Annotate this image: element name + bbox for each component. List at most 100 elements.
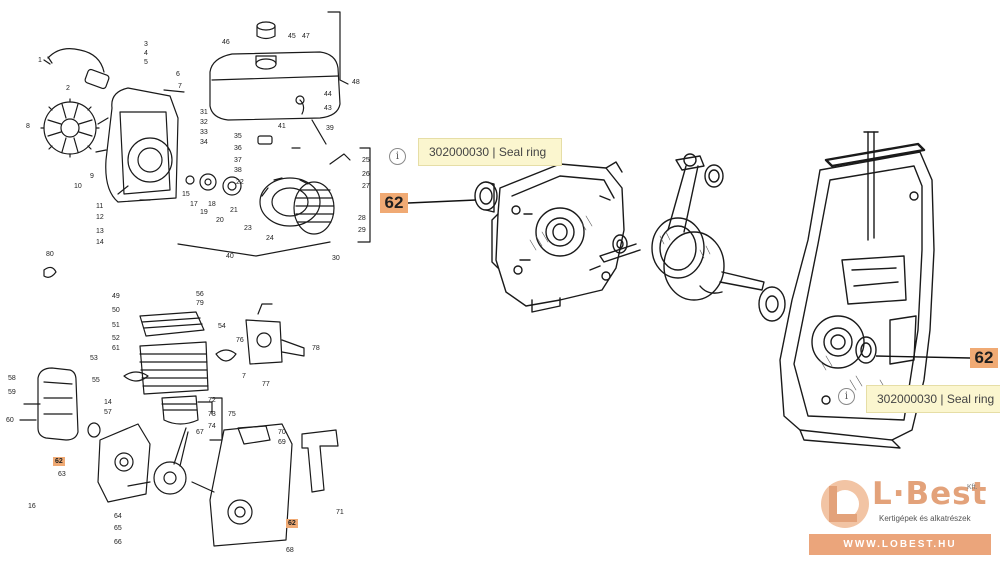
part-number-38: 38 (234, 167, 242, 174)
part-number-4: 4 (144, 50, 148, 57)
tooltip-seal-ring-right: 302000030 | Seal ring (866, 385, 1000, 413)
part-number-80: 80 (46, 251, 54, 258)
part-number-58: 58 (8, 375, 16, 382)
part-number-16: 16 (28, 503, 36, 510)
part-number-54: 54 (218, 323, 226, 330)
part-number-30: 30 (332, 255, 340, 262)
part-number-14: 14 (104, 399, 112, 406)
part-number-66: 66 (114, 539, 122, 546)
logo-mark-icon (821, 480, 869, 528)
callout-leaders (407, 199, 971, 359)
part-number-31: 31 (200, 109, 208, 116)
part-number-10: 10 (74, 183, 82, 190)
part-number-50: 50 (112, 307, 120, 314)
part-number-28: 28 (358, 215, 366, 222)
part-number-21: 21 (230, 207, 238, 214)
part-number-7: 7 (178, 83, 182, 90)
part-number-67: 67 (196, 429, 204, 436)
part-number-27: 27 (362, 183, 370, 190)
part-number-2: 2 (66, 85, 70, 92)
part-number-74: 74 (208, 423, 216, 430)
overview-callout-62-right[interactable]: 62 (286, 519, 298, 528)
part-number-56: 56 (196, 291, 204, 298)
part-number-77: 77 (262, 381, 270, 388)
part-number-32: 32 (200, 119, 208, 126)
part-number-69: 69 (278, 439, 286, 446)
part-number-22: 22 (236, 179, 244, 186)
overview-callout-62-left[interactable]: 62 (53, 457, 65, 466)
part-number-15: 15 (182, 191, 190, 198)
part-number-71: 71 (336, 509, 344, 516)
part-number-29: 29 (358, 227, 366, 234)
part-number-59: 59 (8, 389, 16, 396)
part-number-40: 40 (226, 253, 234, 260)
tooltip-seal-ring-left: 302000030 | Seal ring (418, 138, 562, 166)
part-number-60: 60 (6, 417, 14, 424)
part-number-34: 34 (200, 139, 208, 146)
part-number-45: 45 (288, 33, 296, 40)
logo-url-link[interactable]: WWW.LOBEST.HU (809, 534, 991, 555)
part-number-23: 23 (244, 225, 252, 232)
info-icon[interactable]: i (389, 148, 406, 165)
part-number-41: 41 (278, 123, 286, 130)
part-number-39: 39 (326, 125, 334, 132)
part-number-75: 75 (228, 411, 236, 418)
part-number-70: 70 (278, 429, 286, 436)
logo-brand-text: L·Best (872, 476, 988, 512)
part-number-37: 37 (234, 157, 242, 164)
part-number-6: 6 (176, 71, 180, 78)
callout-62-right[interactable]: 62 (970, 348, 998, 368)
part-number-61: 61 (112, 345, 120, 352)
part-number-51: 51 (112, 322, 120, 329)
part-number-72: 72 (208, 397, 216, 404)
part-number-57: 57 (104, 409, 112, 416)
part-number-19: 19 (200, 209, 208, 216)
part-number-35: 35 (234, 133, 242, 140)
part-number-47: 47 (302, 33, 310, 40)
part-number-8: 8 (26, 123, 30, 130)
part-number-26: 26 (362, 171, 370, 178)
part-number-68: 68 (286, 547, 294, 554)
part-number-78: 78 (312, 345, 320, 352)
part-number-13: 13 (96, 228, 104, 235)
part-number-17: 17 (190, 201, 198, 208)
part-number-11: 11 (96, 203, 103, 210)
overview-bottom-assembly (19, 303, 339, 547)
part-number-1: 1 (38, 57, 42, 64)
part-number-49: 49 (112, 293, 120, 300)
part-number-63: 63 (58, 471, 66, 478)
part-number-9: 9 (90, 173, 94, 180)
part-number-55: 55 (92, 377, 100, 384)
part-number-33: 33 (200, 129, 208, 136)
shading-hatch (529, 215, 887, 391)
part-number-73: 73 (208, 411, 216, 418)
part-number-53: 53 (90, 355, 98, 362)
part-number-64: 64 (114, 513, 122, 520)
part-number-79: 79 (196, 300, 204, 307)
part-number-25: 25 (362, 157, 370, 164)
part-number-3: 3 (144, 41, 148, 48)
part-number-18: 18 (208, 201, 216, 208)
lobest-logo: L·Best Kft. Kertigépek és alkatrészek WW… (809, 476, 991, 556)
part-number-48: 48 (352, 79, 360, 86)
part-number-5: 5 (144, 59, 148, 66)
part-number-65: 65 (114, 525, 122, 532)
part-number-52: 52 (112, 335, 120, 342)
logo-subtitle: Kertigépek és alkatrészek (879, 514, 971, 523)
part-number-14: 14 (96, 239, 104, 246)
part-number-44: 44 (324, 91, 332, 98)
callout-62-left[interactable]: 62 (380, 193, 408, 213)
part-number-46: 46 (222, 39, 230, 46)
part-number-7: 7 (242, 373, 246, 380)
part-number-20: 20 (216, 217, 224, 224)
part-number-43: 43 (324, 105, 332, 112)
overview-top-assembly (40, 11, 371, 278)
part-number-36: 36 (234, 145, 242, 152)
part-number-24: 24 (266, 235, 274, 242)
info-icon[interactable]: i (838, 388, 855, 405)
part-number-76: 76 (236, 337, 244, 344)
logo-suffix: Kft. (967, 484, 978, 491)
